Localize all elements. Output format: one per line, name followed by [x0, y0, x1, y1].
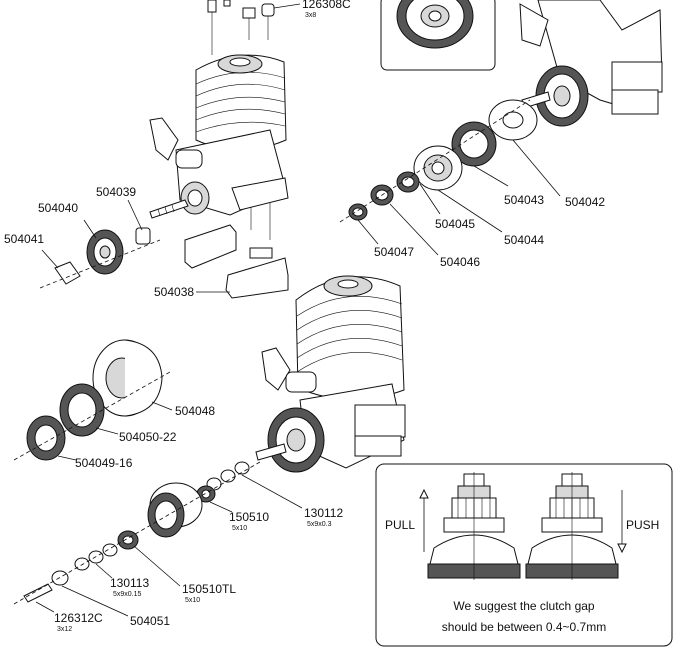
label-504044: 504044	[504, 233, 544, 247]
label-504038: 504038	[154, 285, 194, 299]
label-504046: 504046	[440, 255, 480, 269]
clutch-gap-note-line1: We suggest the clutch gap	[453, 599, 595, 613]
label-150510: 150510	[229, 510, 269, 524]
size-130112: 5x9x0.3	[307, 521, 332, 528]
label-504048: 504048	[175, 404, 215, 418]
clutch-pull-drawing	[427, 472, 521, 580]
engine-top-right	[339, 0, 663, 223]
label-504040: 504040	[38, 201, 78, 215]
label-504047: 504047	[374, 245, 414, 259]
flywheel-inset	[380, 0, 496, 71]
label-126308C: 126308C	[302, 0, 351, 11]
part-labels: 126308C 3x8 504039 504040 504041 504038 …	[4, 0, 605, 633]
size-126308C: 3x8	[305, 12, 316, 19]
label-130113: 130113	[110, 576, 149, 590]
size-150510: 5x10	[232, 525, 247, 532]
size-150510TL: 5x10	[185, 597, 200, 604]
label-504050-22: 504050-22	[119, 430, 177, 444]
label-150510TL: 150510TL	[182, 582, 236, 596]
pull-arrow-icon	[419, 488, 429, 499]
label-504045: 504045	[435, 217, 475, 231]
label-126312C: 126312C	[54, 611, 103, 625]
leader-lines	[35, 3, 561, 617]
clutch-bell-stack	[13, 339, 171, 461]
label-504039: 504039	[96, 185, 136, 199]
label-504042: 504042	[565, 195, 605, 209]
clutch-gap-note-line2: should be between 0.4~0.7mm	[442, 620, 606, 634]
clutch-gap-inset: PULL PUSH We suggest the clutch gap shou…	[375, 463, 673, 647]
engine-top-left	[39, 0, 289, 299]
label-504051: 504051	[130, 614, 170, 628]
label-504043: 504043	[504, 193, 544, 207]
label-504049-16: 504049-16	[75, 456, 133, 470]
size-126312C: 3x12	[57, 626, 72, 633]
push-label: PUSH	[626, 518, 659, 532]
pull-label: PULL	[385, 518, 415, 532]
label-504041: 504041	[4, 232, 44, 246]
clutch-push-drawing	[525, 472, 619, 580]
size-130113: 5x9x0.15	[113, 591, 142, 598]
engine-middle	[13, 275, 406, 605]
label-130112: 130112	[304, 506, 343, 520]
push-arrow-icon	[617, 543, 627, 554]
